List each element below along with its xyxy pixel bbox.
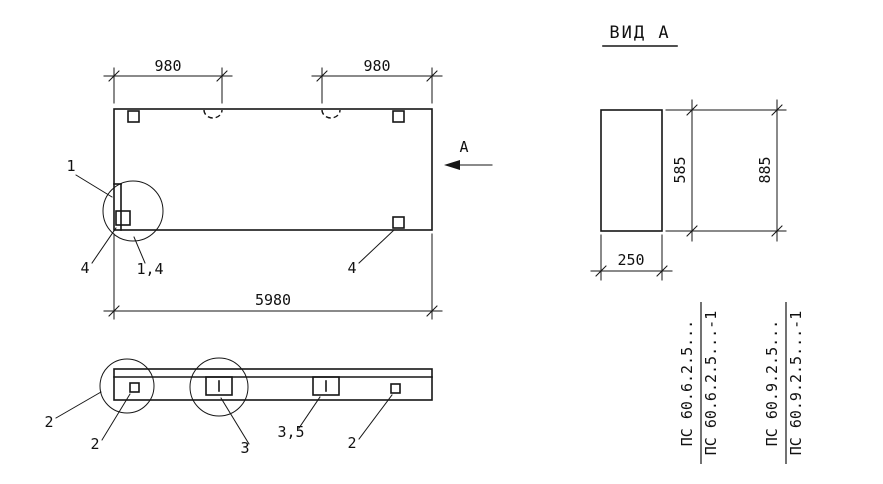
dim-text-885: 885 — [756, 156, 774, 183]
view-a-title: ВИД А — [609, 23, 670, 43]
dim-text-250: 250 — [617, 251, 644, 269]
callout-1-label: 1 — [66, 157, 75, 175]
dim-tick — [426, 70, 438, 82]
detail-plate-2 — [312, 376, 340, 396]
dim-text-5980: 5980 — [255, 291, 291, 309]
panel-mark-60-6-1: ПС 60.6.2.5...-1 — [702, 311, 720, 456]
dim-tick — [216, 70, 228, 82]
dim-tick — [426, 305, 438, 317]
plan-view: 2 2 3 3,5 2 — [44, 357, 433, 457]
section-arrowhead-icon — [444, 160, 460, 170]
callout-3-label: 3 — [240, 439, 249, 457]
panel-marks-group-1: ПС 60.6.2.5... ПС 60.6.2.5...-1 — [678, 302, 720, 464]
callout-2-far-left-leader — [55, 391, 102, 419]
callout-1-leader — [75, 174, 113, 198]
dim-tick — [686, 225, 698, 237]
dimension-980-left: 980 — [103, 57, 233, 104]
embed-mark-bottom-right — [392, 216, 405, 229]
dimension-5980: 5980 — [103, 233, 443, 320]
dim-tick — [108, 305, 120, 317]
dim-tick — [771, 104, 783, 116]
callout-2-far-left-label: 2 — [44, 413, 53, 431]
hidden-lifting-loop-left — [203, 109, 223, 119]
dim-tick — [108, 70, 120, 82]
dimension-585: 585 — [671, 99, 698, 242]
callout-1-4-label: 1,4 — [136, 260, 163, 278]
dim-tick — [656, 265, 668, 277]
dim-text-585: 585 — [671, 156, 689, 183]
callout-4-left-label: 4 — [80, 259, 89, 277]
dim-text-980-right: 980 — [363, 57, 390, 75]
callout-4-right-leader — [358, 229, 395, 264]
elevation-callouts: 1 4 1,4 4 — [66, 157, 395, 278]
callout-3-leader — [220, 397, 250, 445]
view-a-section-outline — [600, 109, 663, 232]
embed-mark-top-right — [392, 110, 405, 123]
detail-circle-plan-left — [99, 358, 155, 414]
dimension-250: 250 — [590, 234, 673, 281]
callout-3-5-leader — [298, 396, 321, 429]
detail-circle-plan-mid — [189, 357, 249, 417]
panel-mark-60-9-1: ПС 60.9.2.5...-1 — [787, 311, 805, 456]
panel-marks-group-2: ПС 60.9.2.5... ПС 60.9.2.5...-1 — [763, 302, 805, 464]
plan-outline — [113, 368, 433, 401]
callout-2-right-label: 2 — [347, 434, 356, 452]
embed-mark-bottom-left — [115, 210, 131, 226]
dim-tick — [686, 104, 698, 116]
hidden-lifting-loop-right — [321, 109, 341, 119]
callout-4-left-leader — [91, 227, 117, 264]
callout-2-right-leader — [358, 394, 393, 440]
detail-circle-elevation — [102, 180, 164, 242]
callout-4-right-label: 4 — [347, 259, 356, 277]
embed-mark-plan-left — [129, 382, 140, 393]
dim-tick — [771, 225, 783, 237]
dim-tick — [316, 70, 328, 82]
panel-mark-60-6: ПС 60.6.2.5... — [678, 320, 696, 446]
dimension-980-right: 980 — [311, 57, 443, 104]
callout-3-5-label: 3,5 — [277, 423, 304, 441]
embed-mark-plan-right — [390, 383, 401, 394]
dim-text-980-left: 980 — [154, 57, 181, 75]
section-arrow-a: А — [444, 138, 493, 170]
panel-outline — [113, 108, 433, 231]
dim-tick — [595, 265, 607, 277]
plan-callouts: 2 2 3 3,5 2 — [44, 391, 393, 457]
panel-mark-60-9: ПС 60.9.2.5... — [763, 320, 781, 446]
callout-1-4-leader — [133, 236, 146, 264]
view-a: ВИД А 585 885 250 — [590, 23, 805, 464]
embed-mark-top-left — [127, 110, 140, 123]
dimension-885: 885 — [756, 99, 783, 242]
callout-2-left-label: 2 — [90, 435, 99, 453]
section-label-a: А — [459, 138, 468, 156]
callout-2-left-leader — [101, 393, 131, 441]
detail-plate-1 — [205, 376, 233, 396]
elevation-view: 980 980 А 1 4 1,4 4 — [66, 57, 493, 320]
